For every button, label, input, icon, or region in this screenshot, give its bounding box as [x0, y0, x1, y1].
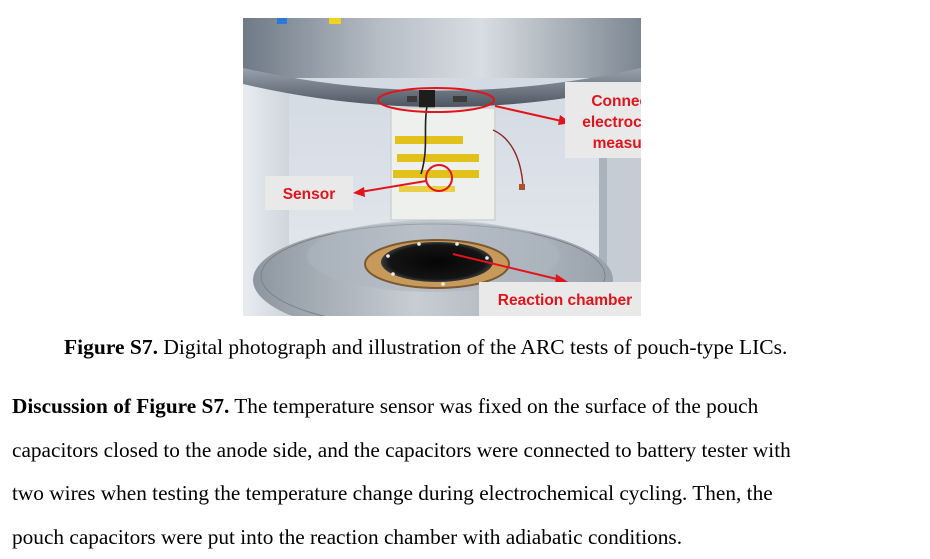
connected-label-line-3: measurement — [593, 135, 641, 152]
pouch-cell — [391, 108, 495, 220]
probe-mount — [419, 90, 435, 108]
figure-caption: Figure S7. Digital photograph and illust… — [64, 335, 924, 360]
connected-label-line-2: electrochemical — [582, 114, 641, 131]
chamber-label: Reaction chamber — [498, 292, 632, 309]
top-lid — [243, 18, 641, 78]
arc-test-photograph: Connected to electrochemical measurement… — [243, 18, 641, 316]
discussion-heading: Discussion of Figure S7. — [12, 394, 229, 418]
discussion-line-4: pouch capacitors were put into the react… — [12, 516, 927, 559]
connected-label-line-1: Connected to — [591, 93, 641, 110]
sensor-label: Sensor — [283, 186, 336, 203]
discussion-line-3: two wires when testing the temperature c… — [12, 472, 927, 516]
caption-text: Digital photograph and illustration of t… — [158, 335, 787, 359]
discussion-line-1: Discussion of Figure S7. The temperature… — [12, 385, 927, 429]
chamber-hole — [381, 242, 493, 282]
caption-label: Figure S7. — [64, 335, 158, 359]
discussion-paragraph: Discussion of Figure S7. The temperature… — [12, 385, 927, 559]
discussion-line-1-text: The temperature sensor was fixed on the … — [229, 394, 758, 418]
discussion-line-2: capacitors closed to the anode side, and… — [12, 429, 927, 473]
